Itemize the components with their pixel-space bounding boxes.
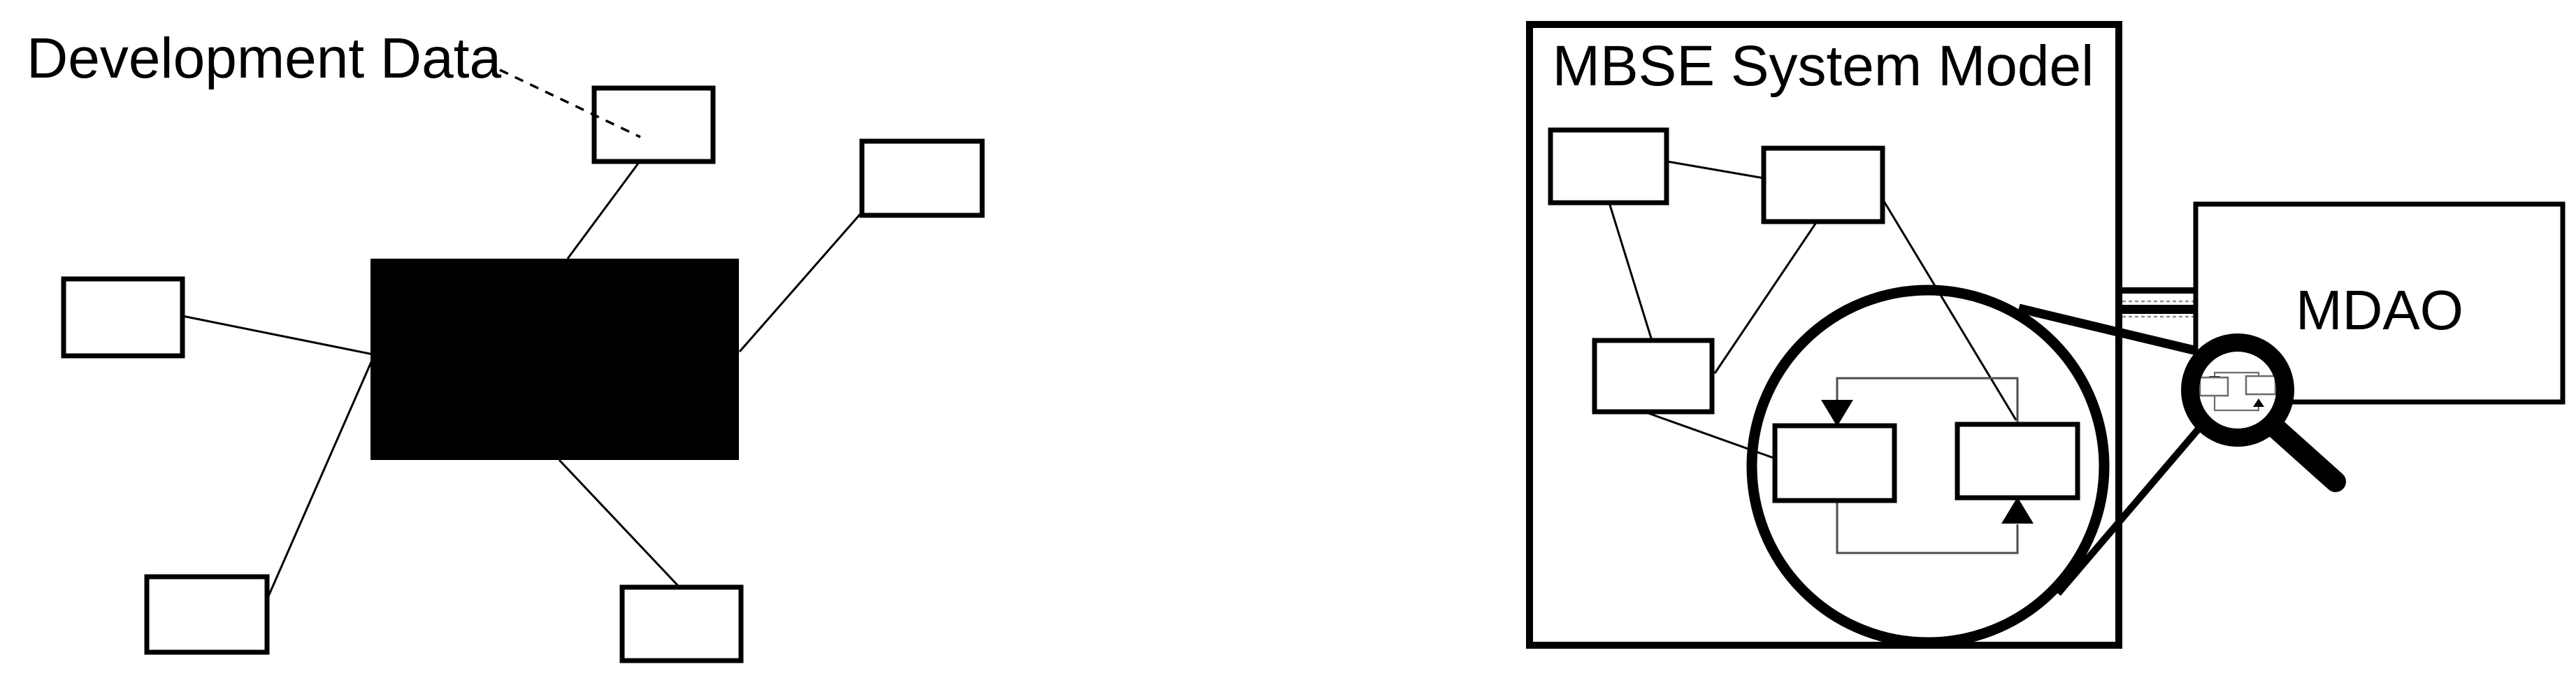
mbse-title: MBSE System Model <box>1553 34 2094 98</box>
magnifier-lens-ring <box>2181 333 2294 447</box>
magnifier-icon <box>2181 333 2346 492</box>
mbse-node-topright <box>1761 145 1885 224</box>
lens-ray-upper <box>2017 303 2199 356</box>
mini-detail-node-right <box>2245 375 2277 396</box>
mbse-node-topleft <box>1548 127 1669 206</box>
satellite-node-top <box>591 85 716 164</box>
mbse-container <box>1526 21 2122 649</box>
link-bundle-bar-2 <box>2122 305 2194 314</box>
feedback-arrow-top <box>1836 377 2019 422</box>
mdao-hub-label: MDAO <box>470 328 638 390</box>
hub-connector-bottom <box>558 459 681 589</box>
hub-connector-top <box>566 161 641 259</box>
hub-connector-topright <box>738 209 865 352</box>
link-bundle-bar-1 <box>2122 287 2194 294</box>
hub-connector-bottomleft <box>264 357 375 603</box>
mini-arrowhead-up <box>2253 398 2264 407</box>
magnifier-handle <box>2265 417 2346 492</box>
model-connector-2 <box>1608 202 1653 341</box>
development-data-label: Development Data <box>27 27 502 90</box>
mini-detail-node-left <box>2199 376 2229 397</box>
hub-connector-left <box>182 315 374 356</box>
model-connector-3 <box>1713 221 1818 374</box>
satellite-node-bottomleft <box>144 574 270 655</box>
model-connector-5 <box>1876 190 2017 421</box>
feedback-arrowhead-up <box>2001 497 2034 524</box>
left-mdao-diagram: Development Data MDAO <box>27 27 985 663</box>
satellite-node-bottom <box>619 584 744 663</box>
detail-node-left <box>1772 423 1897 503</box>
model-connector-1 <box>1667 160 1765 180</box>
mini-feedback-diagram <box>2199 371 2277 412</box>
mini-feedback-bottom <box>2213 396 2260 412</box>
link-bundle <box>2122 287 2194 318</box>
mbse-node-left <box>1592 338 1715 415</box>
zoom-lens-circle <box>1746 285 2110 648</box>
detail-node-right <box>1955 422 2080 501</box>
mdao-hub-node <box>370 259 739 460</box>
feedback-arrowhead-down <box>1821 400 1853 426</box>
mdao-external-label: MDAO <box>2296 279 2463 341</box>
satellite-node-topright <box>859 138 985 218</box>
satellite-node-left <box>61 276 185 359</box>
lens-ray-lower <box>2055 424 2203 596</box>
mbse-diagram: MBSE System Model <box>1526 21 2566 649</box>
feedback-arrow-bottom <box>1836 501 2019 554</box>
